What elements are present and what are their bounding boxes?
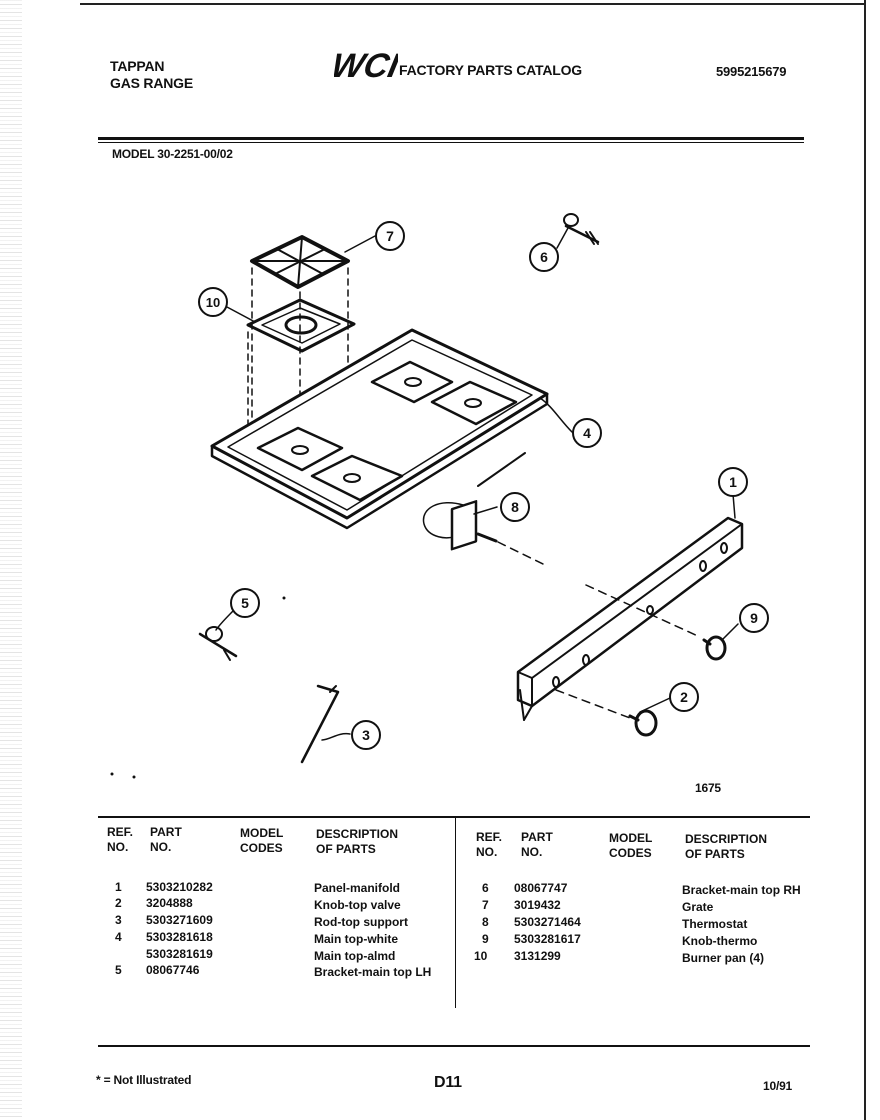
table-column-divider — [455, 818, 456, 1008]
callout-6 — [529, 242, 559, 272]
callout-5 — [230, 588, 260, 618]
callout-label-10: 10 — [206, 295, 220, 310]
rod-support-part — [300, 684, 340, 764]
row-part: 5303271464 — [514, 915, 581, 929]
not-illustrated-note: * = Not Illustrated — [96, 1073, 192, 1087]
row-desc: Bracket-main top RH — [682, 883, 801, 897]
thermostat-part — [422, 452, 546, 566]
row-ref: 4 — [115, 930, 122, 944]
diagram-id: 1675 — [695, 781, 721, 795]
row-desc: Burner pan (4) — [682, 951, 765, 965]
header-part-no: PART NO. — [521, 830, 553, 859]
row-ref: 3 — [115, 913, 122, 927]
page-top-border — [80, 3, 864, 5]
row-desc: Grate — [682, 900, 714, 914]
header-model-codes: MODEL CODES — [609, 831, 653, 860]
wci-logo: WCI — [334, 47, 398, 83]
row-desc: Knob-top valve — [314, 898, 401, 912]
row-desc: Knob-thermo — [682, 934, 758, 948]
table-top-rule — [98, 816, 810, 818]
scan-specks — [110, 596, 286, 779]
callout-7 — [375, 221, 405, 251]
callout-4 — [572, 418, 602, 448]
row-ref: 1 — [115, 880, 122, 894]
callout-9 — [739, 603, 769, 633]
catalog-title: FACTORY PARTS CATALOG — [399, 62, 582, 78]
header-description: DESCRIPTION OF PARTS — [316, 827, 399, 856]
revision-date: 10/91 — [763, 1079, 793, 1093]
row-desc: Thermostat — [682, 917, 748, 931]
main-top-part — [210, 328, 549, 530]
product-type: GAS RANGE — [110, 75, 193, 91]
burner-openings — [256, 360, 518, 502]
callout-label-8: 8 — [511, 499, 519, 515]
row-ref: 6 — [482, 881, 489, 895]
bracket-lh-part — [198, 626, 238, 661]
callout-label-5: 5 — [241, 595, 249, 611]
callout-label-9: 9 — [750, 610, 758, 626]
page-right-border — [864, 0, 866, 1120]
row-part: 5303281617 — [514, 932, 581, 946]
row-part: 5303210282 — [146, 880, 213, 894]
header-description: DESCRIPTION OF PARTS — [685, 832, 768, 861]
row-desc: Rod-top support — [314, 915, 408, 929]
callout-1 — [718, 467, 748, 497]
table-bottom-rule — [98, 1045, 810, 1047]
knob-valve-part — [628, 709, 658, 737]
catalog-number: 5995215679 — [716, 64, 787, 79]
logo-text: WCI — [334, 47, 398, 83]
callout-label-3: 3 — [362, 727, 370, 743]
row-part: 08067747 — [514, 881, 568, 895]
row-desc: Bracket-main top LH — [314, 965, 432, 979]
row-ref: 8 — [482, 915, 489, 929]
row-desc: Main top-almd — [314, 949, 396, 963]
row-ref: 9 — [482, 932, 489, 946]
callout-10 — [198, 287, 228, 317]
knob-thermo-part — [702, 635, 727, 661]
header-model-codes: MODEL CODES — [240, 826, 284, 855]
burner-pan-part — [246, 298, 356, 353]
row-desc: Panel-manifold — [314, 881, 401, 895]
callout-label-7: 7 — [386, 228, 394, 244]
callout-3 — [351, 720, 381, 750]
header-rule-thin — [98, 142, 804, 143]
callout-2 — [669, 682, 699, 712]
callout-leaders — [215, 227, 739, 741]
callout-label-2: 2 — [680, 689, 688, 705]
row-ref: 5 — [115, 963, 122, 977]
row-part: 08067746 — [146, 963, 200, 977]
callout-label-1: 1 — [729, 474, 737, 490]
manifold-panel-part — [516, 516, 744, 721]
brand-block: TAPPAN GAS RANGE — [110, 58, 193, 92]
model-number: MODEL 30-2251-00/02 — [112, 147, 233, 161]
scan-edge-noise — [0, 0, 22, 1120]
header-rule — [98, 137, 804, 140]
row-ref: 10 — [474, 949, 488, 963]
page-id: D11 — [434, 1074, 462, 1091]
header-part-no: PART NO. — [150, 825, 182, 854]
row-part: 5303281619 — [146, 947, 213, 961]
callout-label-4: 4 — [583, 425, 591, 441]
row-ref: 2 — [115, 896, 122, 910]
row-part: 3019432 — [514, 898, 561, 912]
callout-label-6: 6 — [540, 249, 548, 265]
header-ref-no: REF. NO. — [107, 825, 134, 854]
row-part: 3131299 — [514, 949, 561, 963]
row-desc: Main top-white — [314, 932, 398, 946]
grate-part — [250, 235, 350, 289]
exploded-parts-diagram: 1 2 3 4 5 6 7 8 9 10 — [110, 213, 769, 779]
row-ref: 7 — [482, 898, 489, 912]
row-part: 5303271609 — [146, 913, 213, 927]
brand-name: TAPPAN — [110, 58, 165, 74]
row-part: 5303281618 — [146, 930, 213, 944]
bracket-rh-part — [563, 213, 600, 245]
header-ref-no: REF. NO. — [476, 830, 503, 859]
row-part: 3204888 — [146, 896, 193, 910]
callout-circles — [198, 221, 769, 750]
callout-8 — [500, 492, 530, 522]
